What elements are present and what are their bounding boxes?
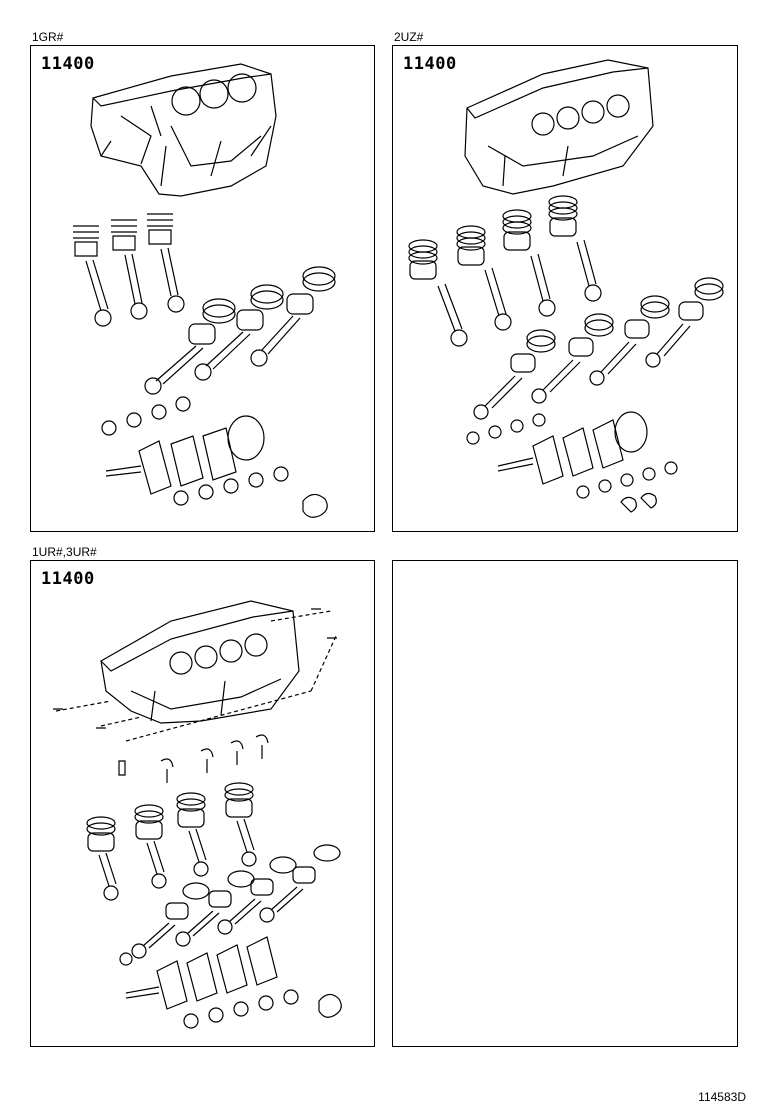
part-number-1ur-3ur[interactable]: 11400 [41, 569, 95, 589]
panel-empty [392, 560, 738, 1047]
part-number-2uz[interactable]: 11400 [403, 54, 457, 74]
v8-short-block-kit-illustration [393, 46, 739, 533]
v8-short-block-kit-with-jets-illustration [31, 561, 376, 1048]
v6-short-block-kit-illustration [31, 46, 376, 533]
engine-label-1gr: 1GR# [32, 30, 64, 44]
engine-label-2uz: 2UZ# [394, 30, 424, 44]
engine-label-1ur-3ur: 1UR#,3UR# [32, 545, 97, 559]
panel-2uz: 11400 [392, 45, 738, 532]
part-number-1gr[interactable]: 11400 [41, 54, 95, 74]
panel-1ur-3ur: 11400 [30, 560, 375, 1047]
panel-1gr: 11400 [30, 45, 375, 532]
figure-reference: 114583D [698, 1090, 746, 1104]
